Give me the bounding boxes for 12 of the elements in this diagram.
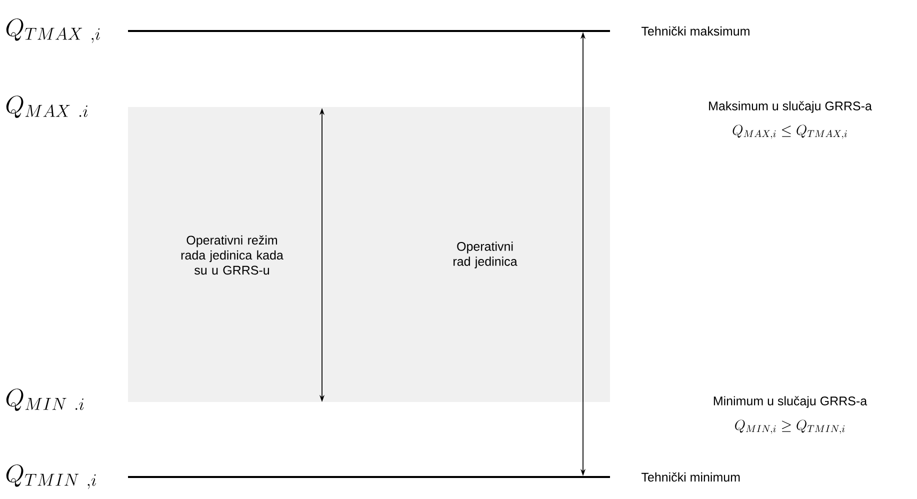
level-label: Minimum u slučaju GRRS-a	[714, 396, 868, 408]
level-label: Maksimum u slučaju GRRS-a	[709, 101, 872, 113]
inequality-formula: $Q_{MAX,i} \leq Q_{TMAX,i}$	[732, 124, 847, 139]
level-symbol: $Q_{TMIN\ ,i}$	[6, 464, 96, 490]
region-label: Operativni režim rada jedinica kada su u GRRS-u	[181, 235, 284, 275]
level-label: Tehnički minimum	[642, 472, 740, 482]
level-symbol: $Q_{MAX\ .i}$	[6, 96, 88, 118]
level-symbol: $Q_{TMAX\ ,i}$	[6, 18, 100, 44]
inequality-formula: $Q_{MIN,i} \geq Q_{TMIN,i}$	[735, 420, 845, 434]
level-label: Tehnički maksimum	[642, 26, 750, 36]
region-label: Operativni rad jedinica	[454, 242, 518, 268]
level-symbol: $Q_{MIN\ .i}$	[6, 388, 84, 411]
